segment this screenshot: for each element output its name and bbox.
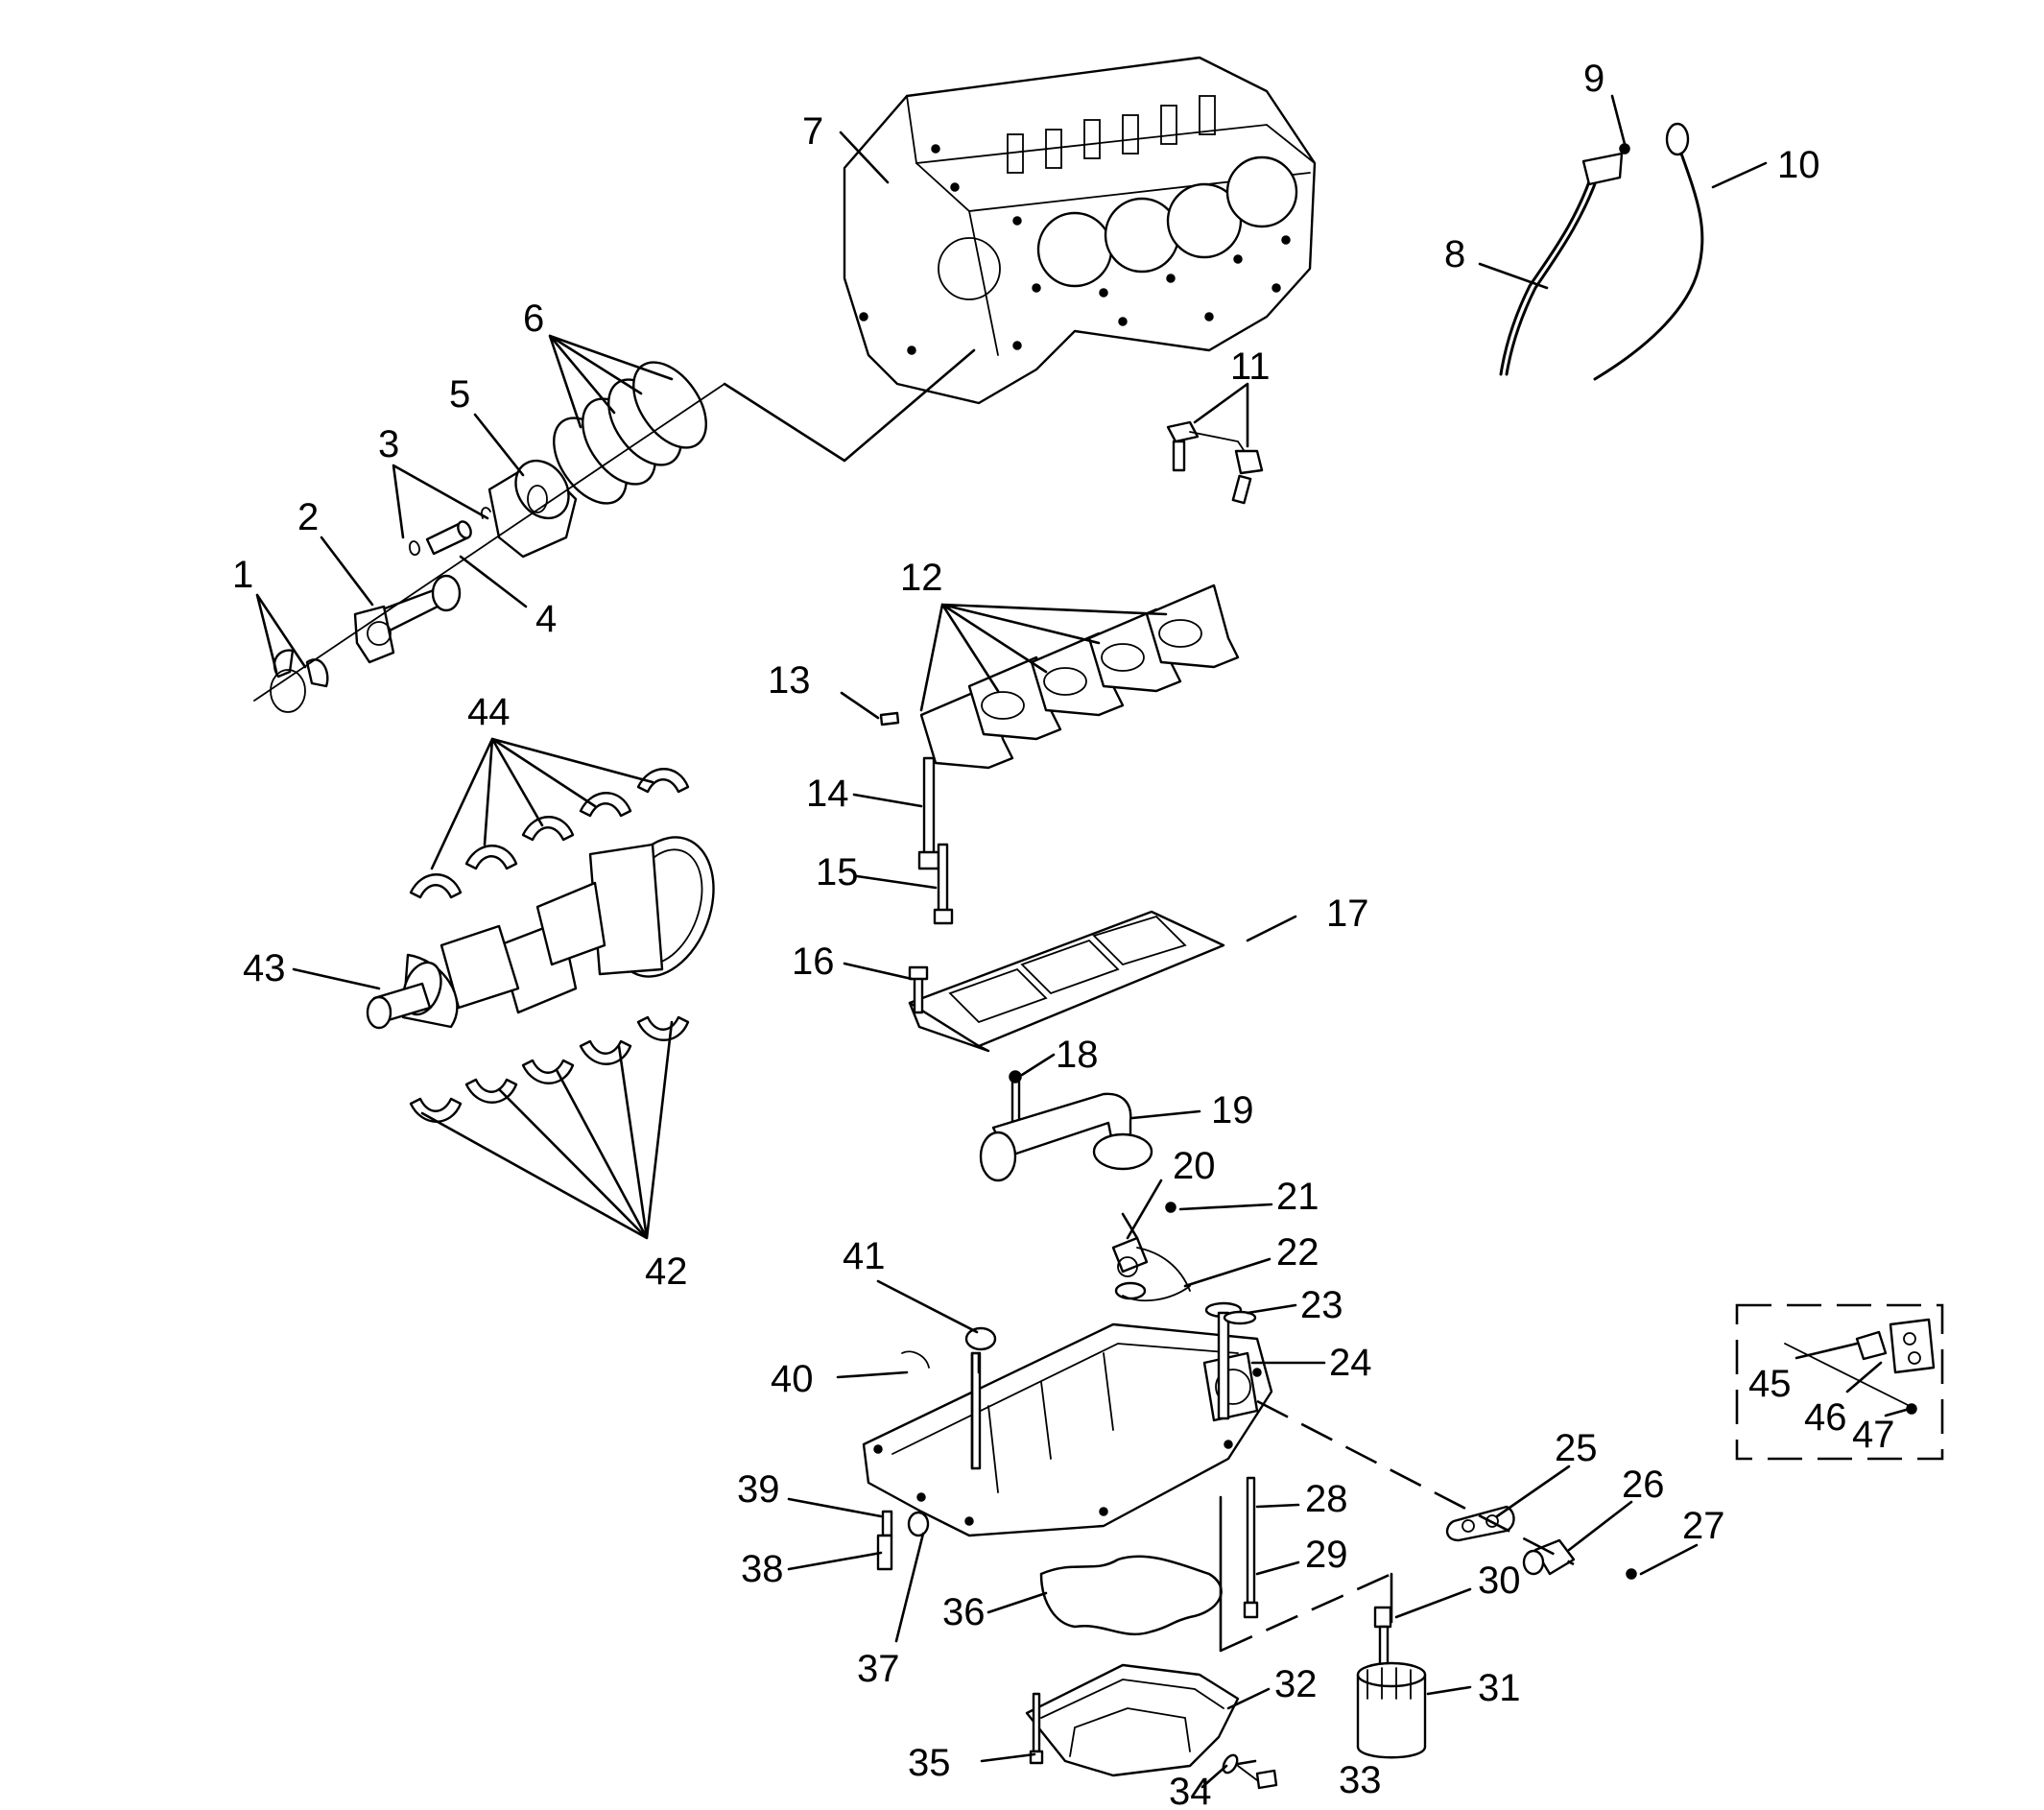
connecting-rod (353, 574, 462, 664)
oil-pan-lower-drain-plug (1237, 1765, 1278, 1790)
engine-block (843, 56, 1317, 405)
oil-pan-gasket (1039, 1555, 1223, 1636)
callout-14: 14 (806, 773, 849, 815)
callout-21: 21 (1276, 1176, 1319, 1218)
oil-pan-o-ring (907, 1511, 930, 1537)
oil-filter-adapter (1522, 1538, 1576, 1576)
callout-35: 35 (908, 1742, 951, 1784)
main-bearing-cap-side-bolt (879, 711, 900, 726)
oil-pump-screen-bolt (1009, 1070, 1022, 1125)
crankshaft-oil-deflector (908, 910, 1225, 1053)
callout-26: 26 (1622, 1464, 1665, 1506)
callout-5: 5 (449, 373, 470, 416)
callout-15: 15 (816, 851, 859, 893)
callout-42: 42 (645, 1250, 688, 1293)
oil-deflector-nut (908, 965, 929, 1014)
callout-36: 36 (942, 1591, 986, 1633)
callout-40: 40 (771, 1358, 814, 1400)
callout-1: 1 (232, 554, 253, 596)
crankshaft-upper-bearings (409, 768, 690, 899)
callout-3: 3 (378, 423, 399, 465)
drain-plug-washer (1222, 1753, 1239, 1774)
callout-19: 19 (1211, 1089, 1254, 1131)
oil-filter (1356, 1661, 1427, 1759)
piston-assembly-axis (253, 383, 725, 702)
callout-28: 28 (1305, 1478, 1348, 1520)
crankshaft-lower-bearings (409, 1015, 690, 1123)
callout-38: 38 (741, 1548, 784, 1590)
block-bolt-holes (859, 144, 1291, 355)
callout-2: 2 (297, 496, 319, 538)
main-bearing-cap-bolt (917, 756, 940, 870)
callout-13: 13 (768, 659, 811, 702)
oil-pan-lower-bolt (1029, 1692, 1044, 1765)
callout-27: 27 (1682, 1505, 1725, 1547)
dipstick-tube-bolt (1619, 143, 1630, 155)
knock-sensor-studs (1166, 420, 1264, 505)
callout-43: 43 (243, 947, 286, 989)
callout-7: 7 (802, 110, 823, 153)
oil-level-indicator (1593, 122, 1704, 381)
callout-37: 37 (857, 1648, 900, 1690)
leader-lines (255, 94, 1912, 1789)
callout-30: 30 (1478, 1560, 1521, 1602)
oil-pan-lower (1025, 1663, 1240, 1777)
oil-level-indicator-tube (1499, 152, 1624, 376)
oil-pan-plug (964, 1326, 997, 1351)
oil-filter-fitting (1373, 1606, 1392, 1667)
callout-9: 9 (1583, 58, 1604, 100)
main-bearing-caps (919, 583, 1240, 770)
callout-22: 22 (1276, 1231, 1319, 1274)
connecting-rod-bearings (270, 649, 329, 713)
callout-23: 23 (1300, 1284, 1343, 1326)
callout-44: 44 (467, 691, 511, 733)
callout-31: 31 (1478, 1667, 1521, 1709)
oil-filter-adapter-bolt (1626, 1568, 1637, 1580)
main-bearing-cap-stud (933, 843, 954, 925)
callout-29: 29 (1305, 1534, 1348, 1576)
callout-39: 39 (737, 1468, 780, 1511)
callout-47: 47 (1852, 1414, 1895, 1456)
oil-pan-upper (862, 1322, 1273, 1537)
callout-11: 11 (1230, 345, 1271, 388)
callout-25: 25 (1555, 1427, 1598, 1469)
piston-pin (425, 520, 472, 556)
callout-41: 41 (843, 1235, 886, 1277)
piston (487, 459, 578, 559)
callout-8: 8 (1444, 233, 1465, 275)
oil-pump-screen (979, 1092, 1153, 1182)
oil-filter-adapter-bolts (1204, 1301, 1257, 1420)
callout-24: 24 (1329, 1342, 1372, 1384)
callout-10: 10 (1777, 144, 1820, 186)
callout-18: 18 (1056, 1034, 1099, 1076)
callout-34: 34 (1169, 1771, 1212, 1810)
callout-32: 32 (1274, 1663, 1318, 1705)
callout-16: 16 (792, 941, 835, 983)
oil-pressure-sensor-connector (1111, 1236, 1191, 1292)
inset-box (1735, 1303, 1944, 1461)
callout-45: 45 (1748, 1363, 1792, 1405)
dashed-lines (1219, 1399, 1575, 1653)
oil-pan-upper-to-block-bolt (1243, 1476, 1259, 1619)
callout-46: 46 (1804, 1396, 1847, 1439)
callout-20: 20 (1173, 1145, 1216, 1187)
block-lifter-bores (1007, 95, 1216, 174)
callout-numbers: 1 2 3 4 5 6 7 8 9 10 11 12 13 14 15 16 1… (232, 58, 1895, 1810)
oil-pan-seal (901, 1350, 930, 1369)
callout-33: 33 (1339, 1759, 1382, 1801)
callout-12: 12 (900, 557, 943, 599)
piston-rings (553, 361, 707, 505)
oil-pan-bolt-holes (873, 1368, 1262, 1526)
oil-pressure-sensor-bolt (1165, 1202, 1176, 1213)
oil-temperature-sensor (1114, 1281, 1191, 1302)
callout-6: 6 (523, 298, 544, 340)
callout-17: 17 (1326, 893, 1369, 935)
callout-4: 4 (535, 598, 557, 640)
oil-pan-side-bolt (881, 1510, 893, 1537)
crankshaft (366, 836, 715, 1030)
